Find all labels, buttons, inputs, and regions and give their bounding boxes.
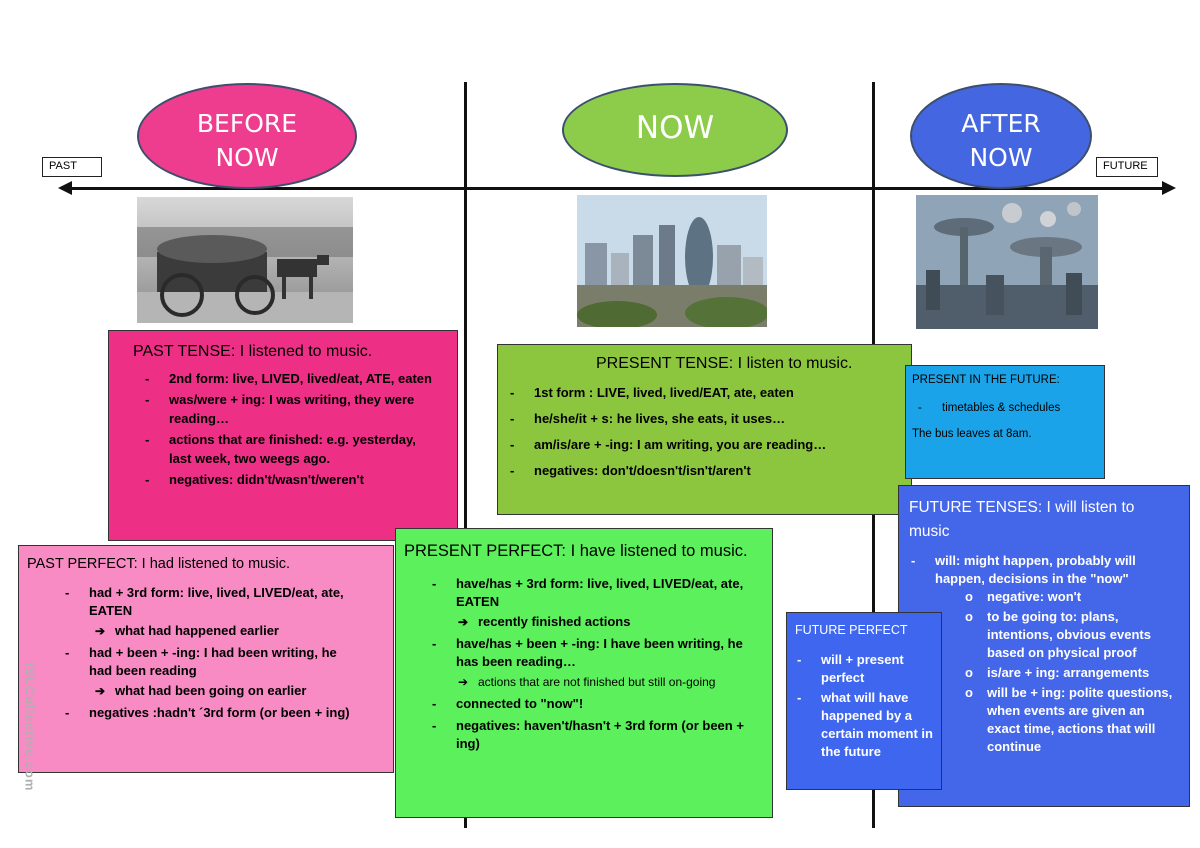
arrow-left-icon [58,181,72,195]
present-tense-example: I listen to music. [733,355,853,372]
present-perfect-heading: PRESENT PERFECT: I have listened to musi… [404,539,772,563]
list-item: what had happened earlier [95,622,393,640]
horse-wagon-photo [137,197,353,323]
present-in-future-box: PRESENT IN THE FUTURE: -timetables & sch… [905,365,1105,479]
arrow-right-icon [1162,181,1176,195]
list-item: negatives :hadn't ´3rd form (or been + i… [65,704,393,722]
future-perfect-heading: FUTURE PERFECT [795,623,908,637]
present-tense-box: PRESENT TENSE: I listen to music. 1st fo… [497,344,912,515]
past-perfect-box: PAST PERFECT: I had listened to music. h… [18,545,394,773]
past-tense-example: I listened to music. [235,343,373,360]
list-item: have/has + 3rd form: live, lived, LIVED/… [432,575,772,611]
future-perfect-box: FUTURE PERFECT will + present perfect wh… [786,612,942,790]
present-tense-heading: PRESENT TENSE: I listen to music. [596,355,911,373]
list-item: what had been going on earlier [95,682,393,700]
present-perfect-term: PRESENT PERFECT: [404,542,566,560]
list-item: connected to "now"! [432,695,772,713]
list-item: 2nd form: live, LIVED, lived/eat, ATE, e… [145,369,457,388]
list-item: actions that are not finished but still … [458,673,772,691]
future-label: FUTURE [1096,157,1158,177]
list-item: 1st form : LIVE, lived, lived/EAT, ate, … [510,385,911,400]
list-item: will: might happen, probably will happen… [911,552,1189,588]
list-item: is/are + ing: arrangements [965,664,1189,682]
list-item: will + present perfect [797,651,941,687]
list-item: recently finished actions [458,613,772,631]
list-item: negative: won't [965,588,1189,606]
now-ellipse: NOW [562,83,788,177]
list-item: actions that are finished: e.g. yesterda… [145,430,457,468]
before-now-ellipse: BEFORE NOW [137,83,357,189]
list-item: he/she/it + s: he lives, she eats, it us… [510,411,911,426]
list-item: negatives: don't/doesn't/isn't/aren't [510,463,911,478]
list-item: have/has + been + -ing: I have been writ… [432,635,772,671]
list-item: to be going to: plans, intentions, obvio… [965,608,1189,662]
present-tense-term: PRESENT TENSE: [596,355,734,372]
divider-line-left [464,82,467,828]
list-item: -timetables & schedules [918,402,1061,414]
list-item: will be + ing: polite questions, when ev… [965,684,1189,756]
present-perfect-example: I have listened to music. [565,542,748,560]
list-item: was/were + ing: I was writing, they were… [145,390,457,428]
list-item: had + 3rd form: live, lived, LIVED/eat, … [65,584,393,620]
future-tenses-heading: FUTURE TENSES: I will listen to music [909,496,1189,544]
future-tenses-term: FUTURE TENSES: [909,499,1043,516]
now-label: NOW [635,110,715,146]
future-tenses-box: FUTURE TENSES: I will listen to music wi… [898,485,1190,807]
present-perfect-box: PRESENT PERFECT: I have listened to musi… [395,528,773,818]
futuristic-city-photo [916,195,1098,329]
list-item: what will have happened by a certain mom… [797,689,941,761]
past-tense-term: PAST TENSE: [133,343,236,360]
list-item: negatives: didn't/wasn't/weren't [145,470,457,489]
after-now-label: NOW [969,143,1033,172]
list-item: had + been + -ing: I had been writing, h… [65,644,393,680]
before-label: BEFORE [196,109,298,138]
present-in-future-item: timetables & schedules [942,402,1061,414]
past-tense-box: PAST TENSE: I listened to music. 2nd for… [108,330,458,541]
watermark: iSLCollective.com [22,662,38,792]
city-skyline-photo [577,195,767,327]
after-now-ellipse: AFTER NOW [910,83,1092,189]
timeline-arrow [66,187,1164,190]
past-label: PAST [42,157,102,177]
after-label: AFTER [961,109,1041,138]
present-in-future-heading: PRESENT IN THE FUTURE: [912,374,1060,386]
list-item: am/is/are + -ing: I am writing, you are … [510,437,911,452]
present-in-future-example: The bus leaves at 8am. [912,428,1032,440]
future-tenses-example: I will listen to music [909,499,1135,540]
before-now-label: NOW [215,143,279,172]
list-item: negatives: haven't/hasn't + 3rd form (or… [432,717,772,753]
past-perfect-heading: PAST PERFECT: I had listened to music. [27,556,290,572]
past-tense-heading: PAST TENSE: I listened to music. [133,343,457,361]
